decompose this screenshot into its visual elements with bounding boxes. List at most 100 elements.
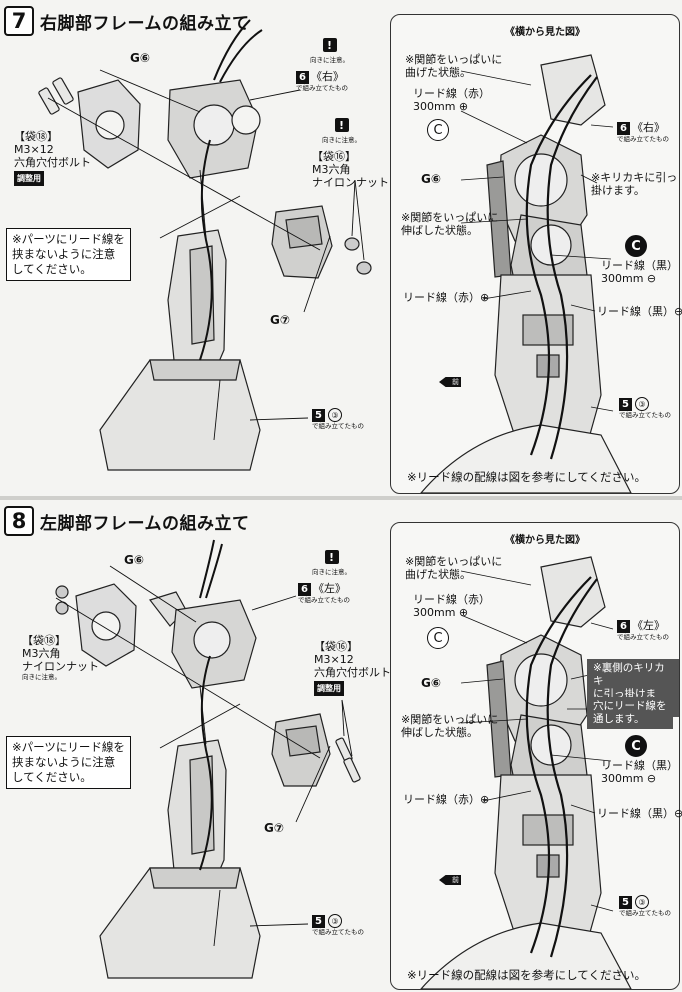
extended-state-note-8: ※関節をいっぱいに 伸ばした状態。 xyxy=(401,713,499,739)
connector-c-label-8: C xyxy=(427,627,449,649)
front-arrow-icon-8: 前 xyxy=(439,875,461,885)
part-5-circle: ③ xyxy=(328,408,342,422)
side-part-6-side-8: 《左》 xyxy=(632,619,665,632)
step-7-section: 7 右脚部フレームの組み立て xyxy=(4,6,682,494)
bag-18-label: 【袋⑱】 xyxy=(14,130,58,143)
wiring-footnote: ※リード線の配線は図を参考にしてください。 xyxy=(407,470,646,484)
extended-state-note: ※関節をいっぱいに 伸ばした状態。 xyxy=(401,211,499,237)
adjustment-badge: 調整用 xyxy=(14,171,44,186)
side-part-5-circle: ③ xyxy=(635,397,649,411)
bag-16-spec: M3六角 xyxy=(312,163,351,176)
part-5-number: 5 xyxy=(312,409,325,422)
lead-red-label-8: リード線（赤） 300mm ⊕ xyxy=(413,593,490,619)
side-part-6-side: 《右》 xyxy=(632,121,665,134)
bag-18-bolt-label: 【袋⑱】 M3×12 六角穴付ボルト 調整用 xyxy=(14,130,91,186)
bag-18-spec-8: M3六角 xyxy=(22,647,61,660)
side-part-5-sub: で組み立てたもの xyxy=(619,411,671,419)
exclamation-icon-8: ! xyxy=(324,550,339,564)
warning-text-8: 向きに注意。 xyxy=(312,568,351,576)
bag-16-label-8: 【袋⑯】 xyxy=(314,640,358,653)
lead-black-text-8: リード線（黒） xyxy=(601,759,678,772)
bag-16-name-8: 六角穴付ボルト xyxy=(314,666,391,679)
step-8-section: 8 左脚部フレームの組み立て xyxy=(0,500,682,992)
lead-red-plus-label-8: リード線（赤）⊕ xyxy=(403,793,490,806)
bag-16-name: ナイロンナット xyxy=(312,176,389,189)
lead-black-length: 300mm ⊖ xyxy=(601,272,657,285)
step-7-side-view-panel: 《横から見た図》 ※関節をいっぱいに 曲げた状態。 リード線（赤） 300mm … xyxy=(390,14,682,494)
part-6-sub-8: で組み立てたもの xyxy=(298,596,350,604)
lead-red-length-8: 300mm ⊕ xyxy=(413,606,469,619)
part-6-number: 6 xyxy=(296,71,309,84)
lead-wire-caution-note-8: ※パーツにリード線を 挟まないように注意 してください。 xyxy=(6,736,131,789)
lead-black-minus-label-8: リード線（黒）⊖ xyxy=(597,807,682,820)
step-7-number: 7 xyxy=(4,6,34,36)
exclamation-icon: ! xyxy=(322,38,337,52)
connector-c-filled: C xyxy=(625,235,647,257)
side-part-5-sub-8: で組み立てたもの xyxy=(619,909,671,917)
connector-c-label: C xyxy=(427,119,449,141)
part-g6-label: G⑥ xyxy=(130,51,151,65)
side-part-5-circle-8: ③ xyxy=(635,895,649,909)
connector-c-filled-8: C xyxy=(625,735,647,757)
exclamation-icon-2: ! xyxy=(334,118,349,132)
through-hole-callout: 穴にリード線を 通します。 xyxy=(587,697,673,729)
step-7-heading: 右脚部フレームの組み立て xyxy=(40,13,250,34)
step-7-title: 7 右脚部フレームの組み立て xyxy=(4,6,250,36)
lead-red-label: リード線（赤） 300mm ⊕ xyxy=(413,87,490,113)
part-6-side-8: 《左》 xyxy=(313,582,346,595)
bag-18-name: 六角穴付ボルト xyxy=(14,156,91,169)
bag-18-nut-label: 【袋⑱】 M3六角 ナイロンナット 向きに注意。 xyxy=(22,634,99,681)
side-g6-label: G⑥ xyxy=(421,172,442,186)
bag-18-label-8: 【袋⑱】 xyxy=(22,634,66,647)
section-divider xyxy=(0,496,682,500)
lead-black-minus-label: リード線（黒）⊖ xyxy=(597,305,682,318)
bag-18-name-8: ナイロンナット xyxy=(22,660,99,673)
bag-16-label: 【袋⑯】 xyxy=(312,150,356,163)
side-part-5-number: 5 xyxy=(619,398,632,411)
front-arrow-text-8: 前 xyxy=(452,876,459,884)
bag-16-spec-8: M3×12 xyxy=(314,653,354,666)
side-view-title: 《横から見た図》 xyxy=(505,27,585,38)
lead-black-length-8: 300mm ⊖ xyxy=(601,772,657,785)
side-part-5-number-8: 5 xyxy=(619,896,632,909)
bag-16-nut-label: 【袋⑯】 M3六角 ナイロンナット xyxy=(312,150,389,189)
side-part-6-reference-8: 6《左》 で組み立てたもの xyxy=(617,619,669,641)
lead-red-length: 300mm ⊕ xyxy=(413,100,469,113)
adjustment-badge-8: 調整用 xyxy=(314,681,344,696)
bent-state-note-8: ※関節をいっぱいに 曲げた状態。 xyxy=(405,555,503,581)
warning-text: 向きに注意。 xyxy=(310,56,349,64)
lead-red-text-8: リード線（赤） xyxy=(413,593,490,606)
front-arrow-text: 前 xyxy=(452,378,459,386)
step-8-title: 8 左脚部フレームの組み立て xyxy=(4,506,250,536)
step-8-exploded-diagram xyxy=(55,539,361,979)
side-part-6-number-8: 6 xyxy=(617,620,630,633)
side-view-title-8: 《横から見た図》 xyxy=(505,535,585,546)
wiring-footnote-8: ※リード線の配線は図を参考にしてください。 xyxy=(407,968,646,982)
part-5-circle-8: ③ xyxy=(328,914,342,928)
front-arrow-icon: 前 xyxy=(439,377,461,387)
part-6-side: 《右》 xyxy=(311,70,344,83)
part-g6-label-8: G⑥ xyxy=(124,553,145,567)
side-g6-label-8: G⑥ xyxy=(421,676,442,690)
lead-red-text: リード線（赤） xyxy=(413,87,490,100)
orientation-warning: ! 向きに注意。 xyxy=(310,38,349,64)
part-g7-label: G⑦ xyxy=(270,313,291,327)
notch-hook-note: ※キリカキに引っ 掛けます。 xyxy=(591,171,678,197)
step-8-heading: 左脚部フレームの組み立て xyxy=(40,513,250,534)
side-part-6-sub: で組み立てたもの xyxy=(617,135,669,143)
side-part-6-sub-8: で組み立てたもの xyxy=(617,633,669,641)
step-8-side-view-panel: 《横から見た図》 ※関節をいっぱいに 曲げた状態。 リード線（赤） 300mm … xyxy=(390,522,682,990)
lead-red-plus-label: リード線（赤）⊕ xyxy=(403,291,490,304)
part-6-sub: で組み立てたもの xyxy=(296,84,348,92)
part-5-number-8: 5 xyxy=(312,915,325,928)
part-6-reference-8: 6《左》 で組み立てたもの xyxy=(298,582,350,604)
step-8-number: 8 xyxy=(4,506,34,536)
side-part-6-reference: 6《右》 で組み立てたもの xyxy=(617,121,669,143)
part-5-sub-8: で組み立てたもの xyxy=(312,928,364,936)
step-7-exploded-diagram xyxy=(38,19,372,471)
lead-black-label-8: リード線（黒） 300mm ⊖ xyxy=(601,759,678,785)
